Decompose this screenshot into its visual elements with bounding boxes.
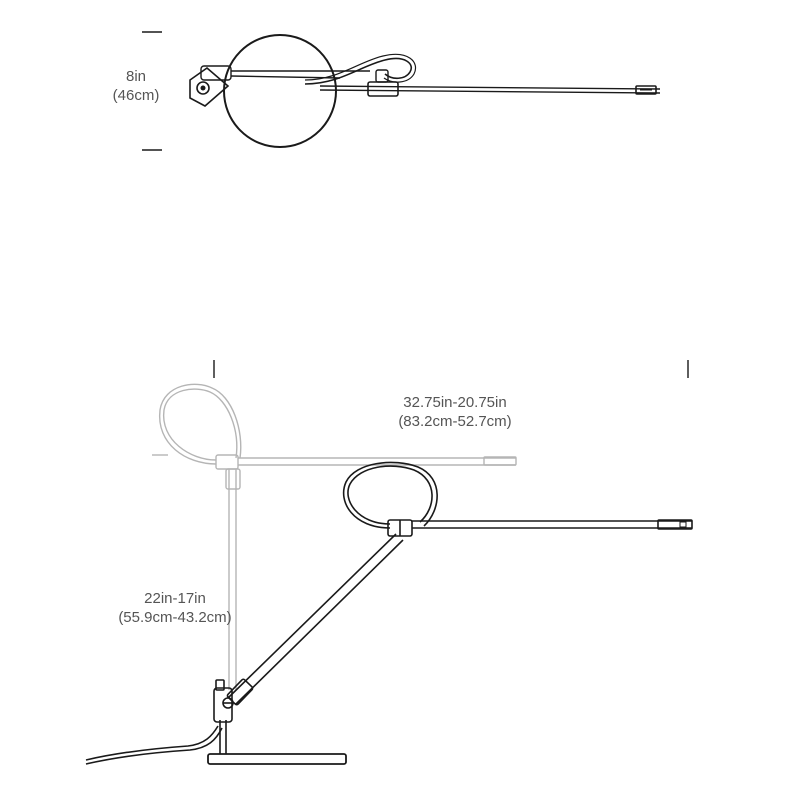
plan-height-metric: (46cm) [112, 87, 160, 104]
side-height-imperial: 22in-17in [144, 590, 206, 607]
plan-arm-collar [200, 65, 232, 81]
plan-arm-lower [319, 85, 661, 90]
plan-base-disc [223, 34, 337, 148]
plan-view [142, 31, 661, 151]
plan-height-label: 8in (46cm) [100, 67, 172, 105]
side-height-metric: (55.9cm-43.2cm) [118, 609, 232, 626]
side-height-label: 22in-17in (55.9cm-43.2cm) [90, 589, 260, 627]
plan-pivot-tab [189, 66, 230, 107]
reach-metric: (83.2cm-52.7cm) [398, 413, 512, 430]
ghost-lamp-upright [152, 383, 517, 690]
plan-pivot-knob [196, 81, 210, 95]
lamp-head-end [657, 519, 693, 530]
plan-clip-block [367, 81, 399, 97]
elevation-view [85, 360, 693, 765]
reach-label: 32.75in-20.75in (83.2cm-52.7cm) [370, 393, 540, 431]
plan-cord-loop [304, 57, 412, 85]
plan-head-end [635, 85, 657, 95]
lamp-base-plate [207, 753, 347, 765]
ghost-cord-loop [163, 388, 238, 461]
ghost-head-joint [215, 454, 239, 470]
lamp-diagonal-arm [227, 533, 397, 699]
plan-height-imperial: 8in [125, 68, 147, 85]
reach-imperial: 32.75in-20.75in [403, 394, 507, 411]
power-cord [85, 725, 219, 761]
lamp-cord-loop [347, 465, 433, 525]
lamp-extended [85, 461, 693, 765]
